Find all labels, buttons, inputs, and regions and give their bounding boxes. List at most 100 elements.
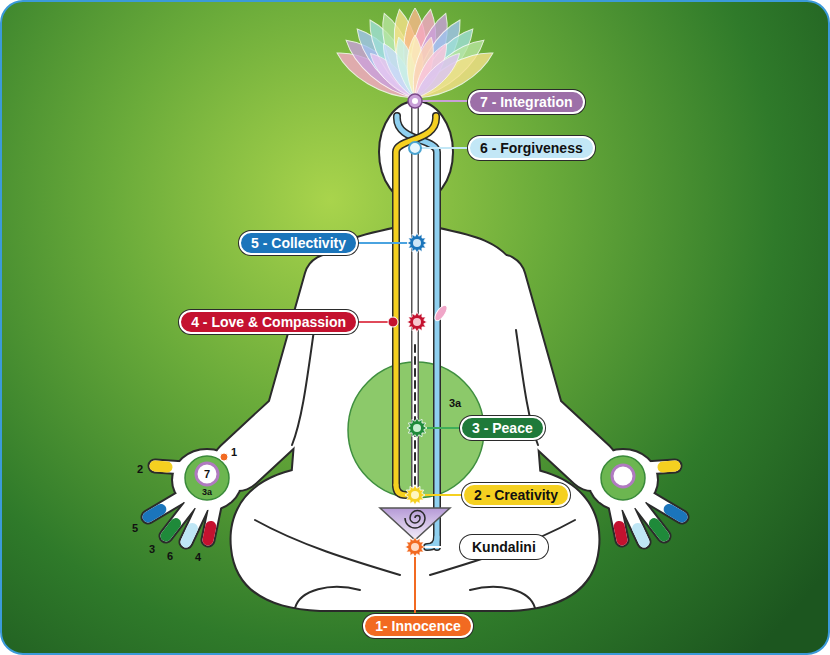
chakra-center (413, 318, 421, 326)
finger (155, 466, 185, 468)
crown-chakra (408, 94, 422, 108)
figure-outline (173, 102, 657, 610)
finger-tip (638, 528, 644, 542)
chakra-label-text: 5 - Collectivity (251, 234, 346, 252)
callout-number: 1 (231, 447, 237, 458)
chakra-label-pill: 6 - Forgiveness (468, 136, 595, 160)
palm-void-circle (601, 456, 645, 500)
chakra-label-text: 7 - Integration (480, 93, 573, 111)
leader-line (427, 427, 462, 429)
chakra-label-text: 1- Innocence (375, 617, 461, 635)
chakra-label-text: 3 - Peace (472, 419, 533, 437)
foot-line (470, 587, 535, 608)
right-channel (427, 537, 437, 547)
palm-void-circle (185, 456, 229, 500)
chakra-label-text: 6 - Forgiveness (480, 139, 583, 157)
right-channel-outline (397, 116, 437, 547)
chakra-center (411, 491, 419, 499)
finger-tip (186, 528, 192, 542)
swadishthan-chakra (405, 485, 425, 505)
chakra-label-pill: 7 - Integration (468, 90, 585, 114)
finger-tip (208, 526, 211, 540)
finger (645, 466, 675, 468)
finger (208, 506, 215, 540)
finger (650, 498, 682, 517)
right-heart-leaf (433, 303, 450, 322)
vishuddhi-chakra (407, 233, 427, 253)
arm-line (292, 330, 314, 445)
limb-outline (148, 280, 682, 542)
finger-tip (663, 466, 675, 467)
chakra-label-text: 2 - Creativity (474, 486, 558, 504)
chakra-label-text: 4 - Love & Compassion (191, 313, 346, 331)
chakra-label-pill: Kundalini (460, 535, 548, 559)
energy-channels (396, 101, 437, 547)
callout-number: 3 (149, 544, 155, 555)
left-heart-dot (388, 317, 398, 327)
finger-tip (166, 524, 176, 536)
chakra-center (412, 98, 418, 104)
leader-line (356, 242, 407, 244)
chakra-label-pill: 2 - Creativity (462, 483, 570, 507)
finger (628, 508, 644, 542)
left-channel (396, 485, 406, 495)
finger (615, 506, 622, 540)
left-channel (396, 116, 436, 485)
leader-line (425, 546, 462, 548)
sacrum-triangle (380, 508, 450, 540)
agnya-chakra (409, 142, 421, 154)
chakra-label-pill: 1- Innocence (363, 614, 473, 638)
finger-outline (615, 506, 622, 540)
chakra-label-pill: 3 - Peace (460, 416, 545, 440)
mooladhara-chakra (405, 537, 425, 557)
leader-line (425, 494, 464, 496)
finger-tip (155, 466, 167, 467)
finger-outline (155, 466, 185, 468)
nabhi-chakra (407, 418, 427, 438)
finger-tip (619, 526, 622, 540)
finger (148, 498, 180, 517)
palm-crown-circle (612, 465, 634, 487)
finger-outline (645, 466, 675, 468)
finger-outline (208, 506, 215, 540)
heart-chakra (407, 312, 427, 332)
callout-number: 3a (202, 488, 212, 497)
foot-line (295, 587, 360, 608)
leader-lines (356, 101, 470, 616)
leader-line (356, 321, 388, 323)
finger-tip (148, 509, 161, 517)
right-channel (397, 116, 437, 547)
callout-number: 3a (449, 398, 461, 409)
leg-crease (255, 520, 400, 575)
palm-root-dot (220, 453, 228, 461)
callout-number: 7 (204, 469, 210, 480)
leader-line (422, 100, 470, 102)
left-channel-outline (396, 116, 436, 485)
left-channel-outline (396, 485, 406, 495)
arm (238, 280, 330, 465)
figure-fill (173, 102, 657, 610)
chakra-label-pill: 4 - Love & Compassion (179, 310, 358, 334)
callout-number: 5 (132, 523, 138, 534)
callout-number: 4 (195, 552, 201, 563)
leader-line (421, 147, 470, 149)
finger-tip (669, 509, 682, 517)
leader-line (414, 557, 416, 616)
chakra-center (413, 424, 421, 432)
kundalini-spiral (405, 511, 425, 528)
callout-number: 2 (137, 464, 143, 475)
palm-crown-circle (196, 463, 218, 485)
chakra-center (411, 543, 419, 551)
chakras (388, 94, 449, 557)
void-dashes (414, 345, 416, 486)
callout-number: 6 (167, 551, 173, 562)
chakra-center (413, 239, 421, 247)
finger (186, 508, 202, 542)
chakra-label-pill: 5 - Collectivity (239, 231, 358, 255)
chakra-label-text: Kundalini (472, 538, 536, 556)
right-channel-outline (427, 537, 437, 547)
finger-tip (654, 524, 664, 536)
